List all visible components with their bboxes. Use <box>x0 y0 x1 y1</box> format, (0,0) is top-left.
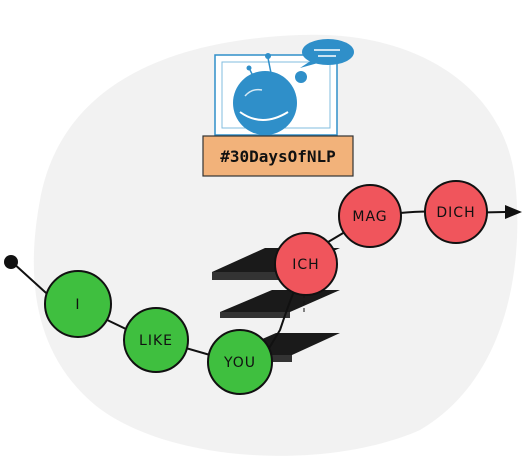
input-token-label: YOU <box>223 355 256 371</box>
input-token-node: LIKE <box>123 307 189 373</box>
start-dot-icon <box>4 255 18 269</box>
arrow-right-icon <box>505 205 522 219</box>
output-token-label: MAG <box>352 209 387 225</box>
input-token-node: I <box>44 270 112 338</box>
nlp-chat-bubbles-icon <box>233 39 354 135</box>
output-token-label: ICH <box>292 257 319 273</box>
output-token-node: MAG <box>338 184 402 248</box>
input-token-node: YOU <box>207 329 273 395</box>
hashtag-banner: #30DaysOfNLP <box>202 135 354 177</box>
input-token-label: I <box>75 297 80 313</box>
output-token-label: DICH <box>436 205 475 221</box>
banner-text: #30DaysOfNLP <box>220 147 336 166</box>
input-token-label: LIKE <box>139 333 173 349</box>
output-token-node: DICH <box>424 180 488 244</box>
output-token-node: ICH <box>274 232 338 296</box>
